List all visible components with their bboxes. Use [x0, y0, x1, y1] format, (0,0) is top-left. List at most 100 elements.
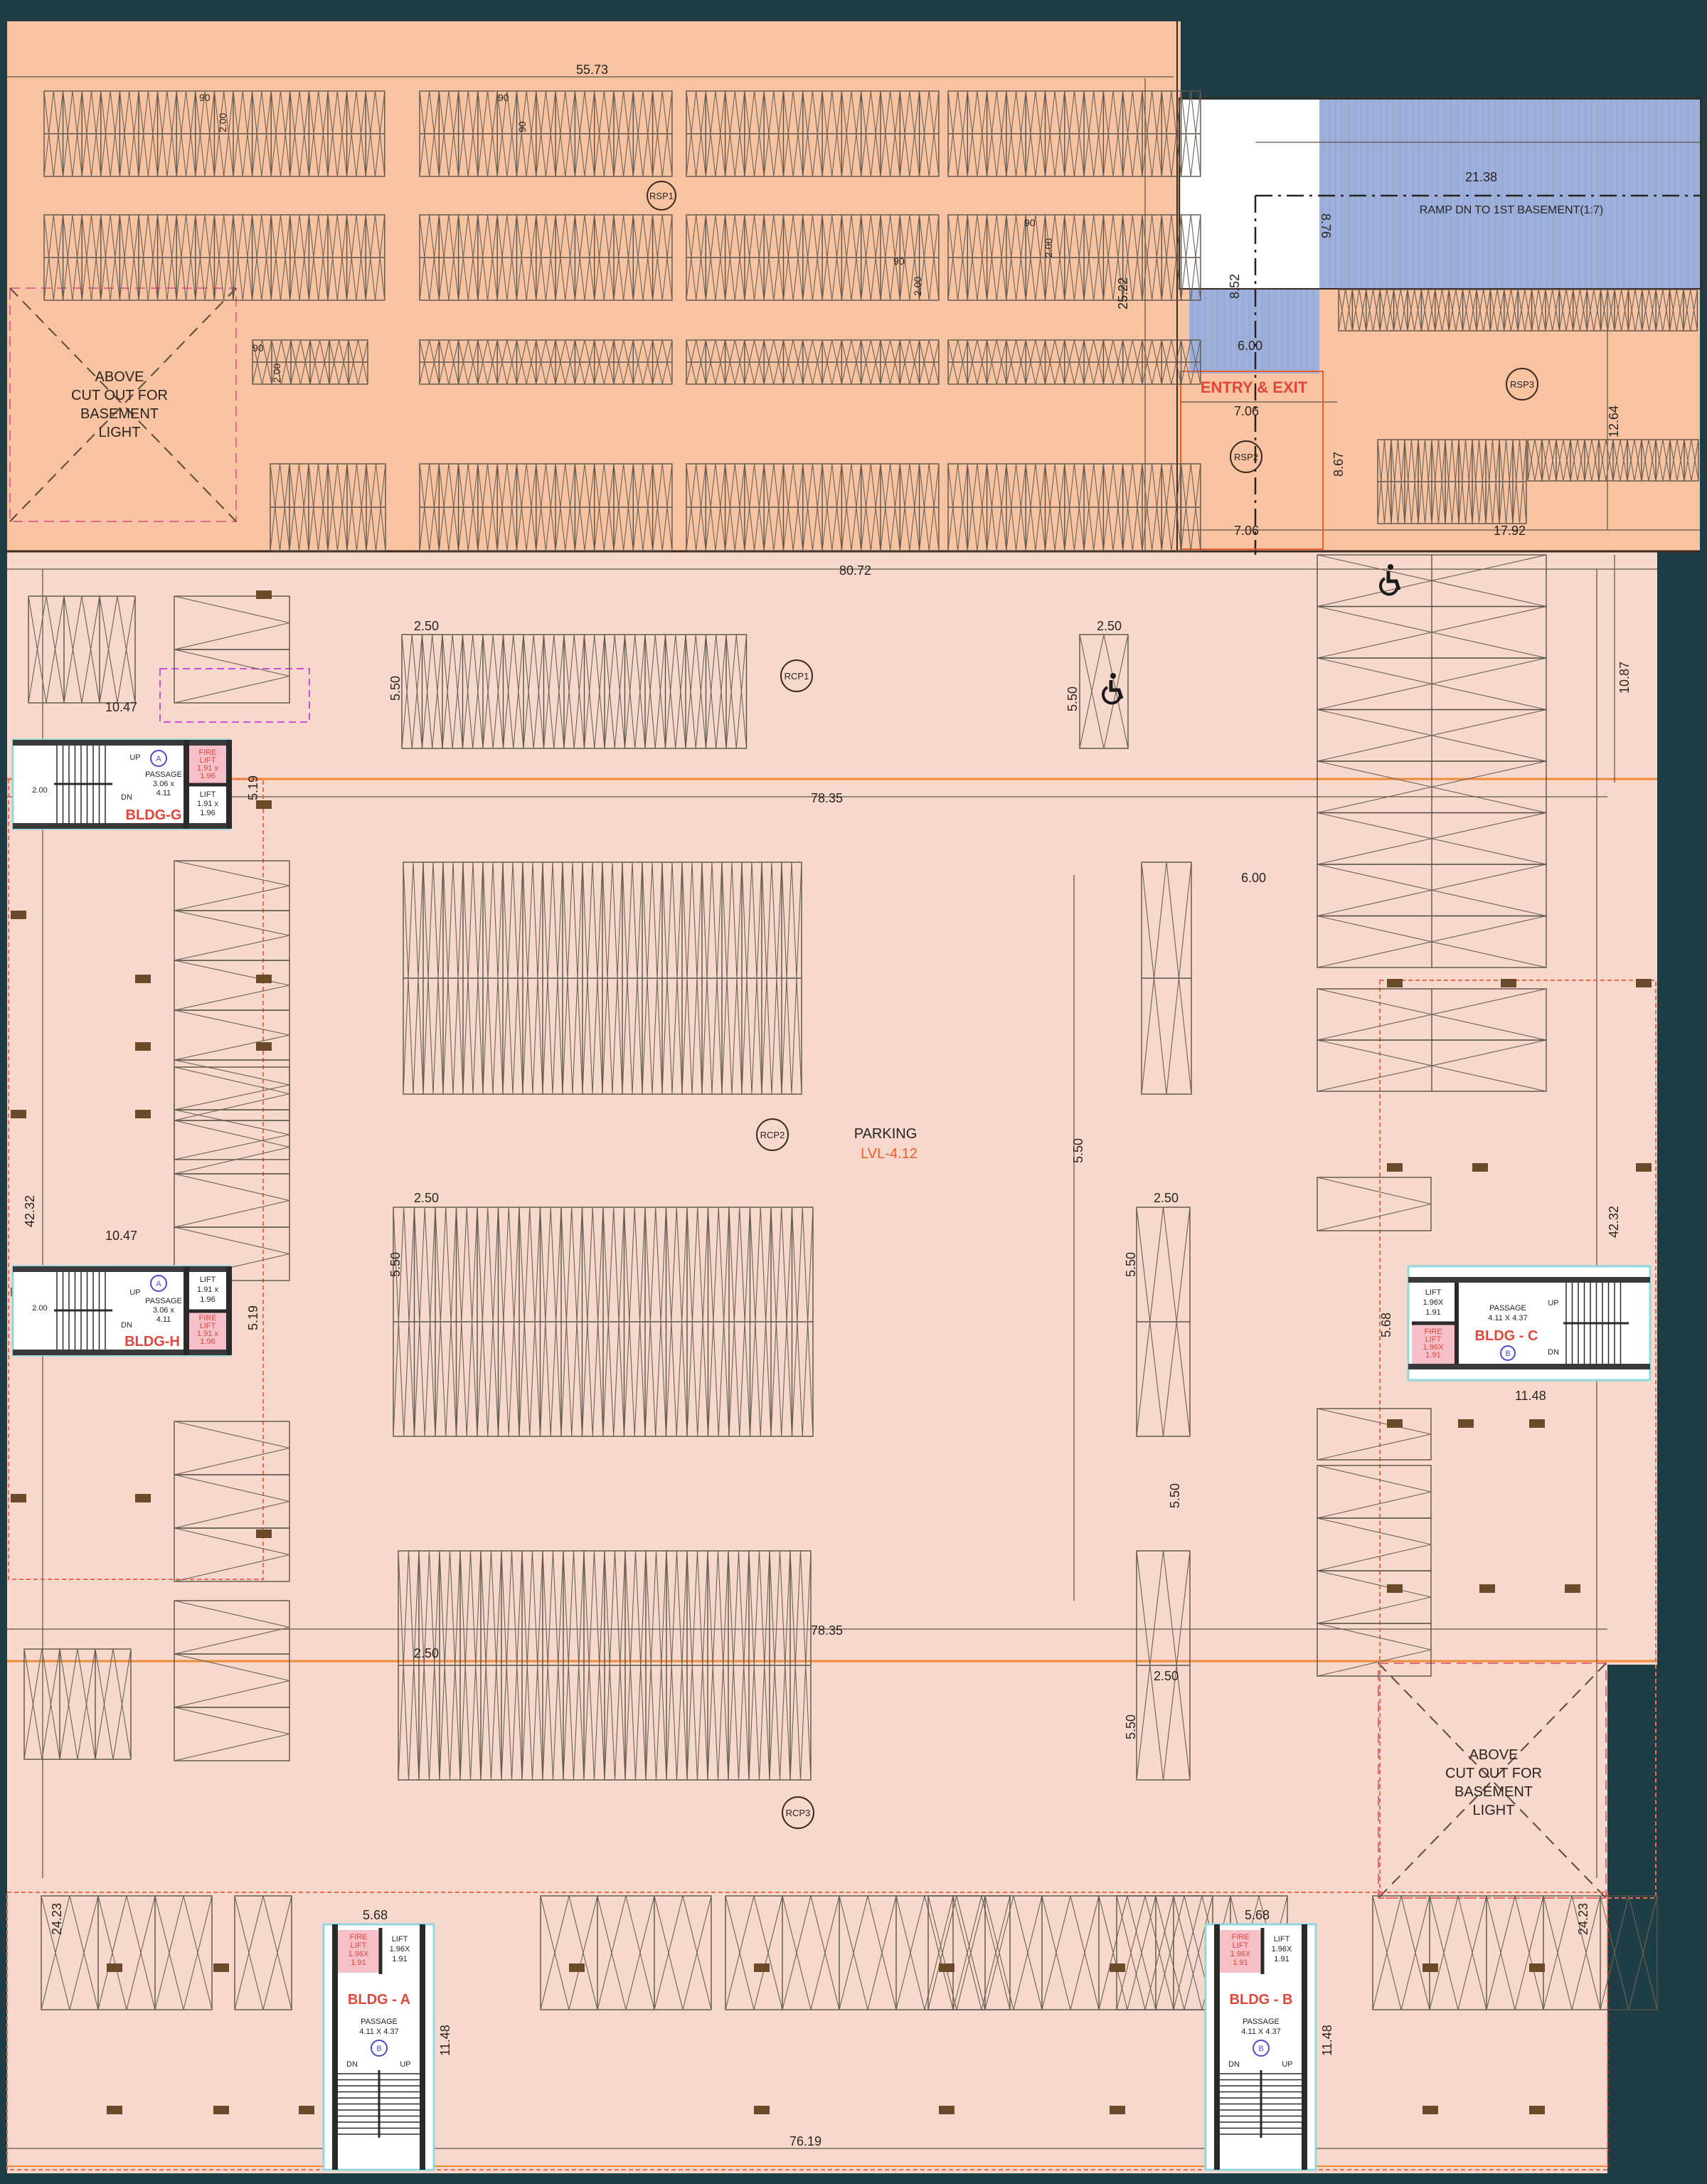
parking-bay	[195, 90, 215, 177]
parking-bay	[661, 862, 683, 1095]
parking-bay	[574, 90, 595, 177]
core-bldg-g-labels: 10.47 5.19 A UP DN PASSAGE 3.06 x 4.11 F…	[32, 700, 260, 823]
parking-bay	[1379, 289, 1395, 332]
parking-bay	[604, 634, 626, 749]
cutout-label-line: LIGHT	[1473, 1803, 1515, 1818]
parking-bay	[782, 1895, 840, 2010]
parking-bay	[419, 90, 440, 177]
structural-column	[107, 2106, 122, 2114]
parking-bay	[477, 214, 498, 301]
parking-bay	[1044, 463, 1065, 551]
structural-column	[256, 975, 272, 983]
parking-bay	[398, 1550, 420, 1781]
small-bay-width: 90	[252, 342, 264, 354]
parking-bay	[861, 90, 881, 177]
parking-bay	[1472, 439, 1487, 524]
floor-title: PARKING	[854, 1126, 918, 1142]
parking-bay	[1083, 214, 1104, 301]
parking-bay	[721, 862, 743, 1095]
parking-bay	[477, 90, 498, 177]
parking-bay	[1486, 1895, 1544, 2010]
parking-bay	[536, 463, 556, 551]
cutout-label-line: CUT OUT FOR	[1445, 1766, 1542, 1781]
parking-bay	[763, 90, 785, 177]
dim-bottom-left-height: 24.23	[50, 1903, 64, 1935]
parking-bay	[1655, 289, 1671, 332]
parking-bay	[899, 214, 920, 301]
bay-row	[686, 90, 940, 177]
parking-bay	[725, 634, 748, 749]
parking-bay	[252, 339, 272, 385]
small-bay-depth: 90	[516, 121, 528, 132]
block-outline-left	[8, 778, 264, 1580]
parking-bay	[880, 214, 900, 301]
parking-bay	[1161, 463, 1182, 551]
parking-bay	[119, 214, 139, 301]
fire-lift-label: 1.96	[200, 1337, 215, 1346]
fire-lift-label: 1.96X	[1230, 1950, 1251, 1958]
parking-bay	[1102, 214, 1124, 301]
parking-bay	[1025, 214, 1046, 301]
small-bay-width: 90	[199, 92, 211, 103]
lift-label: 1.91	[1425, 1308, 1440, 1317]
wheelchair-icon	[1102, 673, 1124, 705]
parking-bay	[63, 90, 83, 177]
parking-bay	[782, 214, 804, 301]
parking-bay	[604, 1550, 626, 1781]
parking-bay	[681, 862, 703, 1095]
parking-bay	[1102, 463, 1124, 551]
parking-bay	[1161, 339, 1182, 385]
dim-bay-width-mid-right: 2.50	[1154, 1191, 1179, 1205]
parking-bay	[1683, 289, 1698, 332]
parking-bay	[624, 634, 646, 749]
parking-bay	[1458, 439, 1473, 524]
parking-bay	[1102, 90, 1124, 177]
small-bay-depth: 2.00	[217, 113, 228, 132]
parking-bay	[482, 862, 504, 1095]
core-bldg-h-labels: 10.47 5.19 A UP DN PASSAGE 3.06 x 4.11 L…	[32, 1229, 260, 1350]
parking-bay	[761, 862, 782, 1095]
parking-bay	[1472, 439, 1487, 524]
parking-bay	[1584, 439, 1600, 482]
parking-bay	[967, 339, 988, 385]
parking-bay	[705, 214, 726, 301]
structural-column	[1529, 2106, 1545, 2114]
parking-bay	[1064, 214, 1085, 301]
bay-row	[1338, 289, 1698, 332]
passage-label: 3.06 x	[153, 780, 174, 788]
parking-bay	[1531, 289, 1546, 332]
dim-bay-width-rcp1-left: 2.50	[414, 619, 439, 633]
cutout-label-line: ABOVE	[1469, 1747, 1519, 1763]
parking-bay	[763, 463, 785, 551]
parking-bay	[480, 1550, 502, 1781]
parking-bay	[802, 339, 823, 385]
parking-bay	[1517, 289, 1533, 332]
bay-row	[403, 862, 802, 1095]
parking-bay	[1570, 439, 1585, 482]
parking-bay	[1669, 289, 1684, 332]
bay-column	[174, 1600, 290, 1761]
parking-bay	[522, 862, 543, 1095]
parking-bay	[543, 634, 565, 749]
parking-bay	[348, 339, 368, 385]
fire-lift-label: 1.96X	[1423, 1343, 1444, 1352]
parking-bay	[1642, 289, 1657, 332]
parking-bay	[821, 463, 842, 551]
parking-bay	[613, 463, 634, 551]
parking-bay	[763, 214, 785, 301]
parking-bay	[1407, 289, 1422, 332]
parking-bay	[270, 90, 291, 177]
parking-bay	[947, 90, 968, 177]
parking-bay	[502, 862, 523, 1095]
fire-lift-label: 1.96X	[349, 1950, 369, 1958]
parking-bay	[686, 339, 706, 385]
parking-bay	[1025, 90, 1046, 177]
stairs	[338, 2070, 420, 2138]
parking-bay	[289, 90, 309, 177]
parking-bay	[43, 90, 64, 177]
parking-bay	[1006, 214, 1026, 301]
bay-row	[686, 463, 940, 551]
parking-bay	[401, 634, 423, 749]
parking-bay	[1448, 289, 1464, 332]
parking-bay	[763, 463, 785, 551]
